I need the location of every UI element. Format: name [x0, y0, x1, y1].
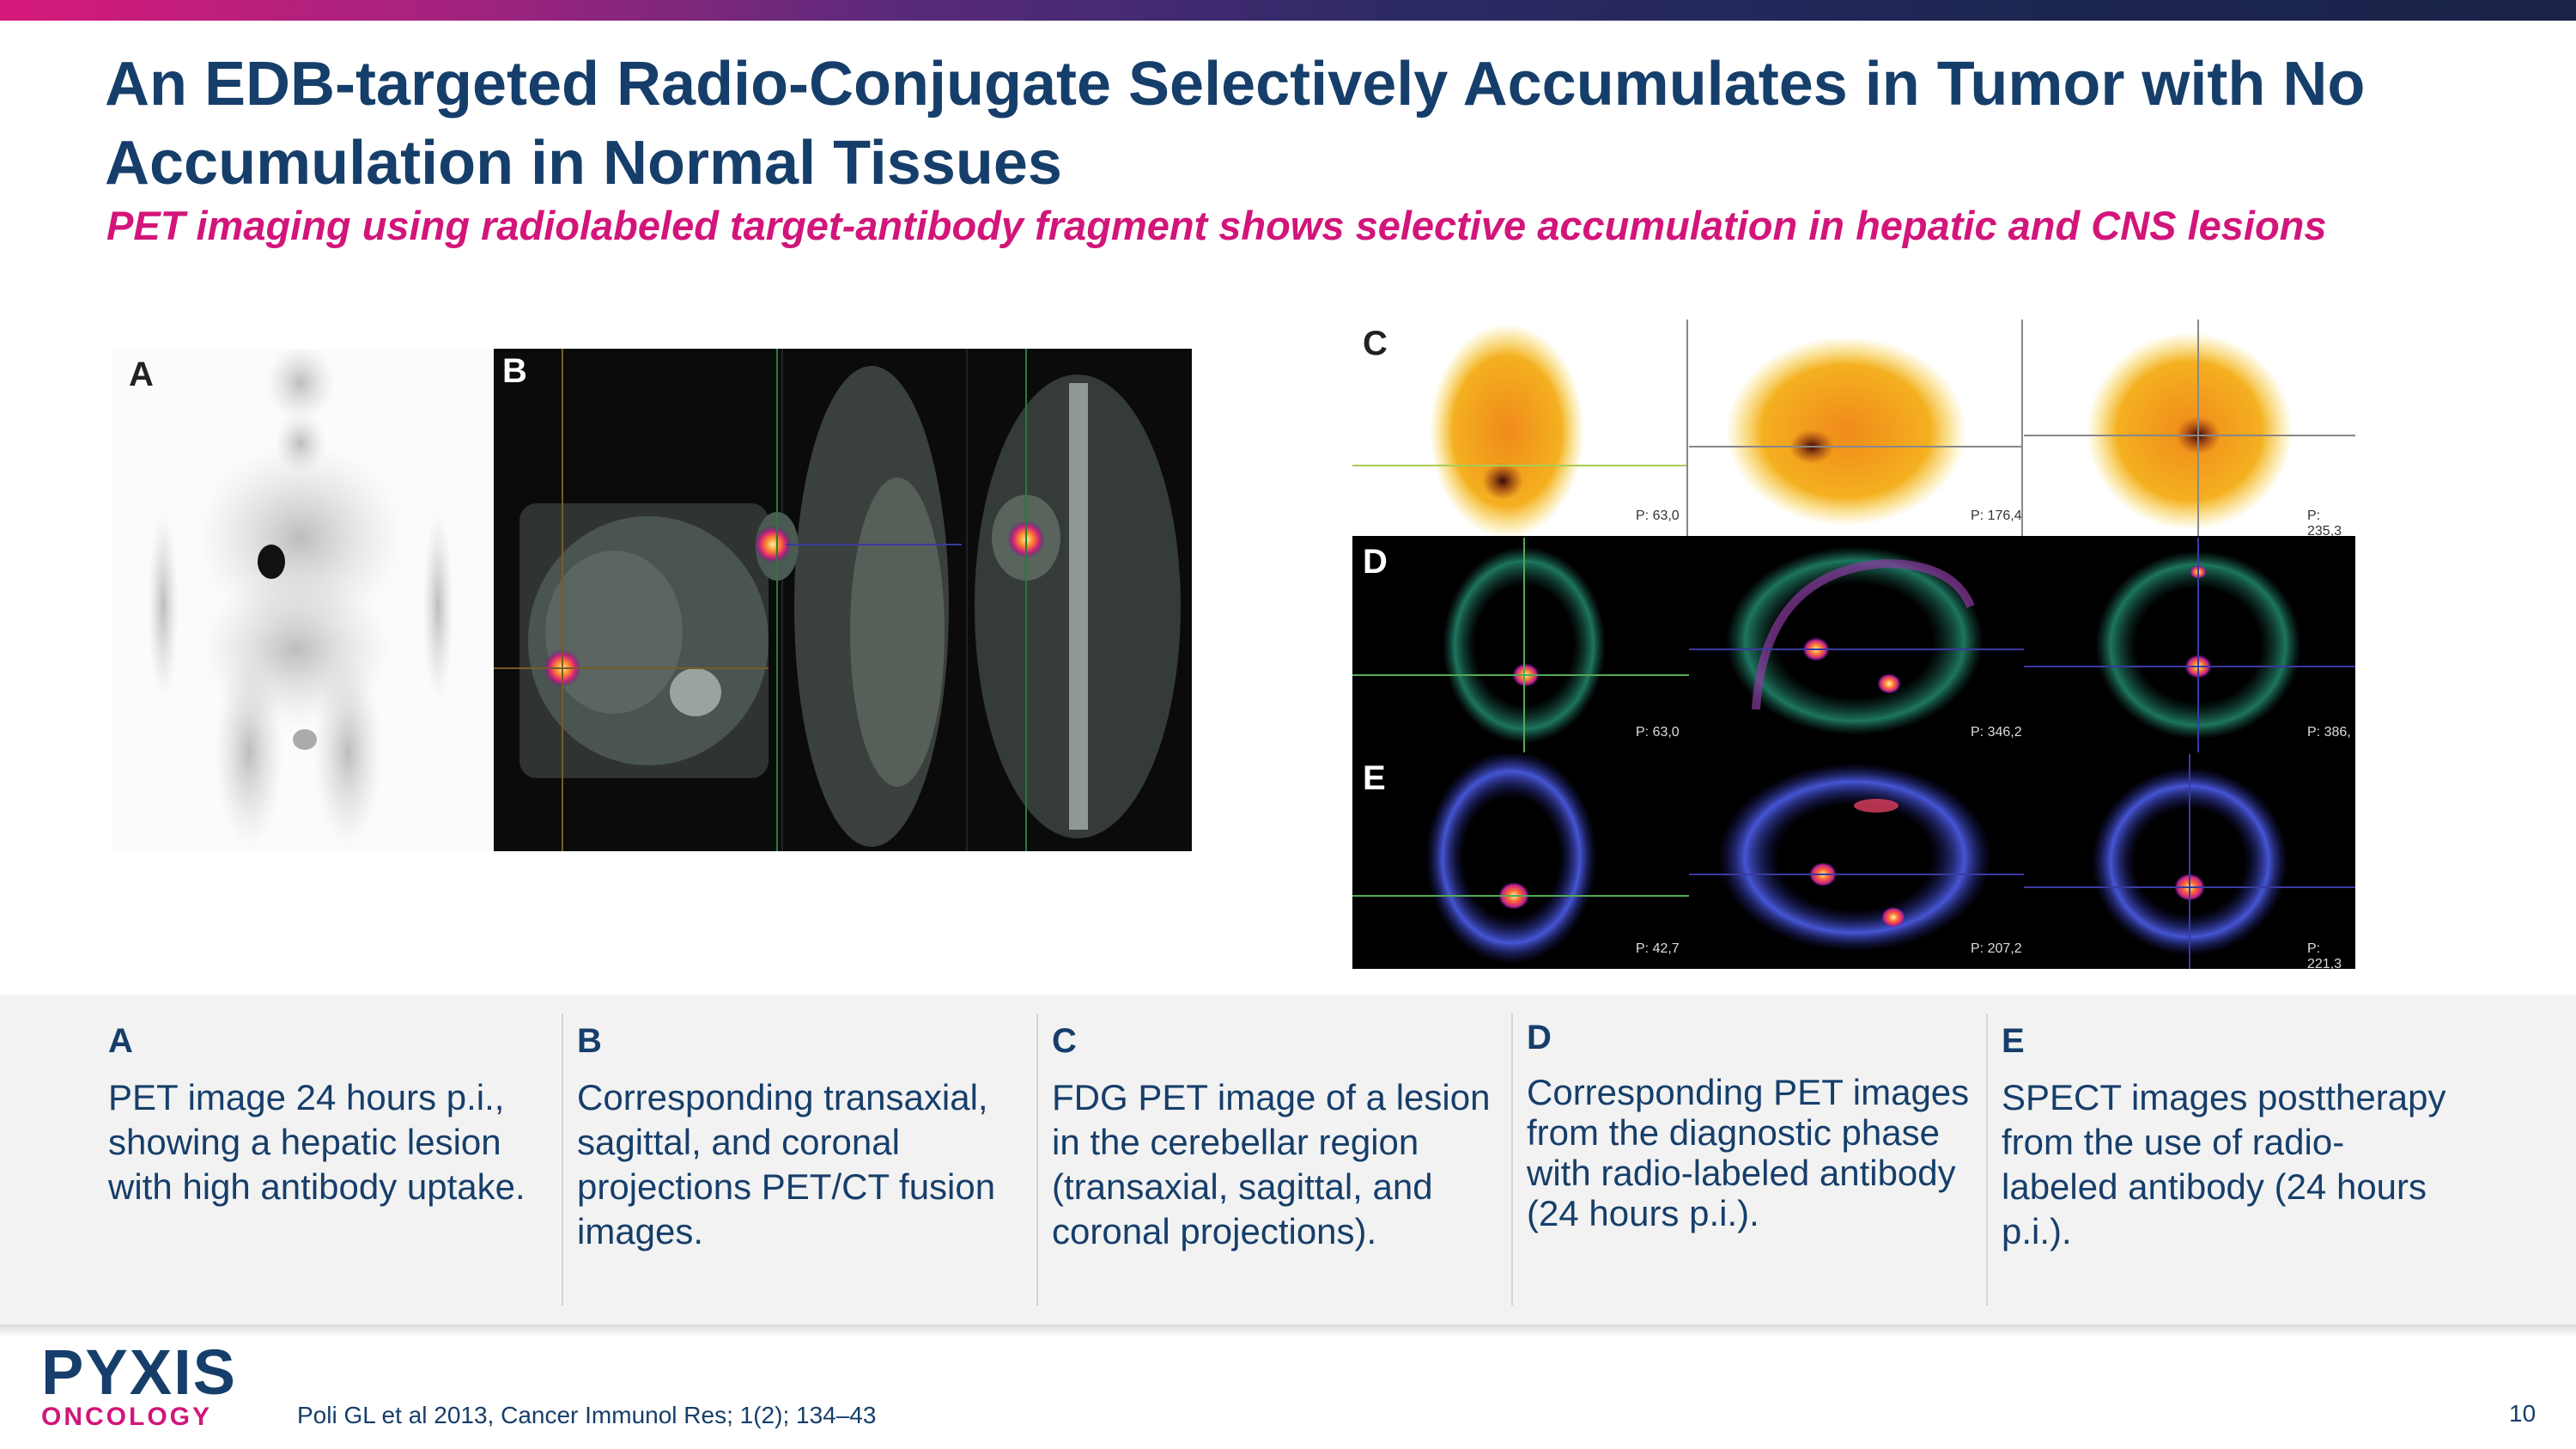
top-gradient-bar: [0, 0, 2576, 21]
figure-cde-brain-scans: C P: 63,0 P: 176,4 P: 235,3: [1352, 320, 2355, 969]
caption-letter-b: B: [577, 1022, 602, 1060]
caption-text-c: FDG PET image of a lesion in the cerebel…: [1052, 1077, 1491, 1251]
figure-b-pet-ct: B: [494, 349, 1192, 851]
pyxis-logo-wordmark: PYXIS: [41, 1336, 237, 1408]
oncology-logo-wordmark: ONCOLOGY: [41, 1403, 213, 1431]
row-c-fdg-pet: C P: 63,0 P: 176,4 P: 235,3: [1352, 320, 2355, 536]
figure-b-image: [494, 349, 1181, 851]
row-e-spect: E P: 42,7 P: 207,2 P: 221,3: [1352, 754, 2355, 969]
caption-band-shadow: [0, 1324, 2576, 1336]
caption-text-b: Corresponding transaxial, sagittal, and …: [577, 1077, 996, 1251]
row-d-antibody-pet: D P: 63,0 P: 346,2 P: 386,: [1352, 538, 2355, 752]
citation: Poli GL et al 2013, Cancer Immunol Res; …: [297, 1402, 877, 1428]
caption-column-b: B Corresponding transaxial, sagittal, an…: [562, 1014, 1036, 1306]
row-c-image: [1352, 320, 2355, 536]
caption-column-d: D Corresponding PET images from the diag…: [1511, 1014, 1986, 1306]
row-c-annotation-3: P: 235,3: [2307, 508, 2342, 536]
figure-b-label: B: [502, 352, 527, 390]
caption-column-c: C FDG PET image of a lesion in the cereb…: [1036, 1014, 1511, 1306]
row-e-annotation-1: P: 42,7: [1636, 941, 1680, 956]
page-number: 10: [2509, 1400, 2537, 1427]
slide-title: An EDB-targeted Radio-Conjugate Selectiv…: [105, 50, 2366, 198]
figure-a-whole-body-pet: A: [112, 349, 494, 851]
caption-letter-c: C: [1052, 1022, 1077, 1060]
figure-c-label: C: [1363, 325, 1388, 362]
caption-band: [0, 995, 2576, 1324]
caption-letter-d: D: [1527, 1019, 1552, 1056]
row-e-annotation-3: P: 221,3: [2307, 941, 2342, 969]
slide-subtitle: PET imaging using radiolabeled target-an…: [106, 203, 2327, 248]
caption-letter-a: A: [108, 1022, 133, 1060]
caption-letter-e: E: [2002, 1022, 2025, 1060]
figure-a-image: [148, 349, 453, 847]
row-d-image: [1352, 538, 2355, 752]
caption-column-a: A PET image 24 hours p.i., showing a hep…: [94, 1014, 562, 1306]
caption-text-e: SPECT images posttherapy from the use of…: [2002, 1077, 2446, 1251]
figure-d-label: D: [1363, 543, 1388, 581]
row-d-annotation-2: P: 346,2: [1971, 725, 2022, 740]
row-e-image: [1352, 754, 2355, 969]
caption-text-a: PET image 24 hours p.i., showing a hepat…: [108, 1077, 526, 1207]
row-d-annotation-3: P: 386,: [2307, 725, 2351, 740]
caption-column-e: E SPECT images posttherapy from the use …: [1986, 1014, 2461, 1306]
caption-text-d: Corresponding PET images from the diagno…: [1527, 1072, 1970, 1233]
row-d-annotation-1: P: 63,0: [1636, 725, 1680, 740]
figure-e-label: E: [1363, 759, 1386, 797]
row-c-annotation-1: P: 63,0: [1636, 508, 1680, 523]
row-e-annotation-2: P: 207,2: [1971, 941, 2022, 956]
figure-a-label: A: [129, 356, 154, 393]
row-c-annotation-2: P: 176,4: [1971, 508, 2022, 523]
